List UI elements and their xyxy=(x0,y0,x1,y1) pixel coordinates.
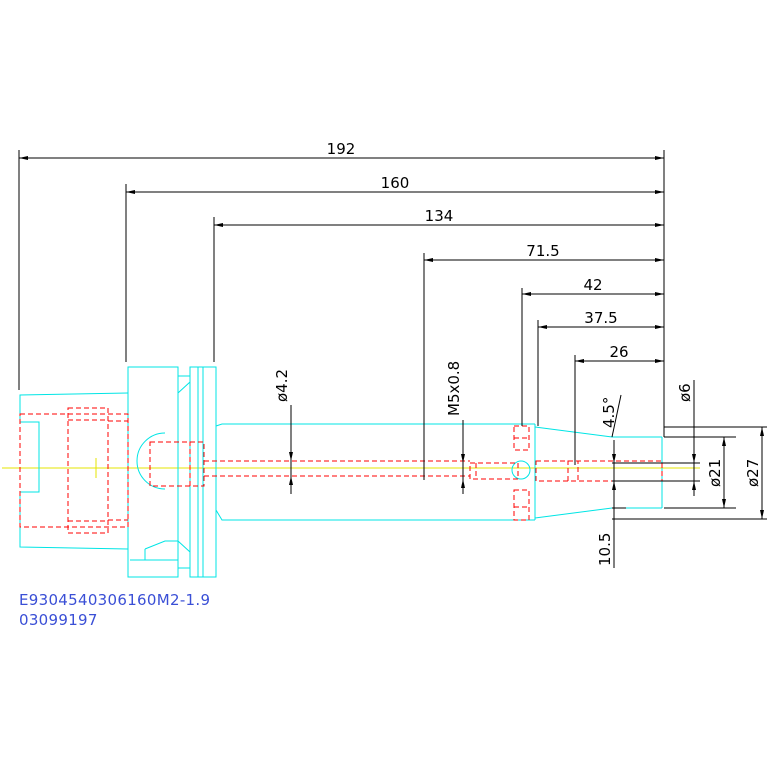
part-code-line-2: 03099197 xyxy=(19,611,98,629)
dim-192: 192 xyxy=(327,140,356,158)
hidden-lines xyxy=(19,407,663,534)
dimension-lines xyxy=(18,150,767,568)
centerline xyxy=(2,458,700,478)
dim-phi-27: ø27 xyxy=(744,459,762,487)
holder-outline xyxy=(19,366,663,578)
dim-134: 134 xyxy=(425,207,454,225)
dim-42: 42 xyxy=(583,276,602,294)
dim-37-5: 37.5 xyxy=(584,309,617,327)
dim-m5: M5x0.8 xyxy=(445,361,463,416)
dim-angle: 4.5° xyxy=(600,397,618,428)
dim-phi-4-2: ø4.2 xyxy=(273,369,291,402)
dim-phi-21: ø21 xyxy=(706,459,724,487)
dimension-arrows xyxy=(19,156,764,519)
dim-71-5: 71.5 xyxy=(526,242,559,260)
dim-26: 26 xyxy=(609,343,628,361)
dim-160: 160 xyxy=(381,174,410,192)
dim-phi-6: ø6 xyxy=(676,383,694,402)
dim-10-5: 10.5 xyxy=(596,533,614,566)
part-code-line-1: E9304540306160M2-1.9 xyxy=(19,591,211,609)
dimension-labels: 192 160 134 71.5 42 37.5 26 ø4.2 M5x0.8 … xyxy=(273,140,762,566)
